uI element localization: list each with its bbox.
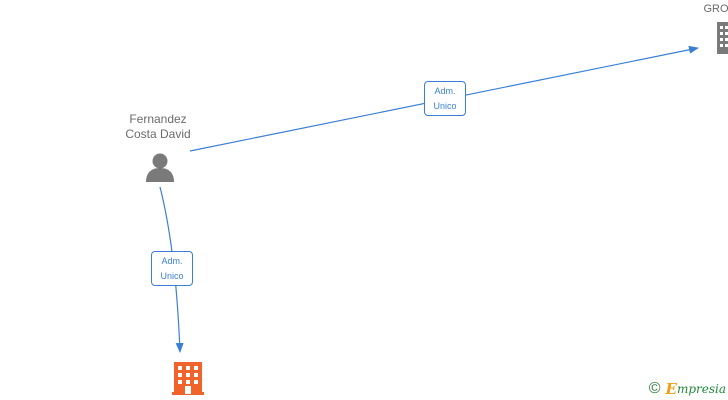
brand-name: mpresia — [676, 382, 726, 396]
edge-role-line2: Unico — [433, 101, 457, 111]
person-name-line2: Costa David — [125, 127, 191, 141]
person-name-line1: Fernandez — [129, 112, 187, 126]
company-name-label[interactable]: GROU — [703, 3, 728, 15]
edge-role-line1: Adm. — [161, 256, 183, 266]
empresia-logo[interactable]: © E mpresia — [649, 380, 726, 398]
brand-first-letter: E — [665, 380, 677, 398]
person-name-label[interactable]: Fernandez Costa David — [108, 112, 208, 142]
copyright-icon: © — [648, 380, 661, 397]
edge-role-badge[interactable]: Adm. Unico — [424, 81, 466, 116]
person-icon[interactable] — [146, 153, 174, 183]
building-icon[interactable] — [172, 362, 204, 395]
edge-role-line2: Unico — [160, 271, 184, 281]
edge-role-badge[interactable]: Adm. Unico — [151, 251, 193, 286]
edge-role-line1: Adm. — [434, 86, 456, 96]
building-icon[interactable] — [717, 22, 728, 54]
